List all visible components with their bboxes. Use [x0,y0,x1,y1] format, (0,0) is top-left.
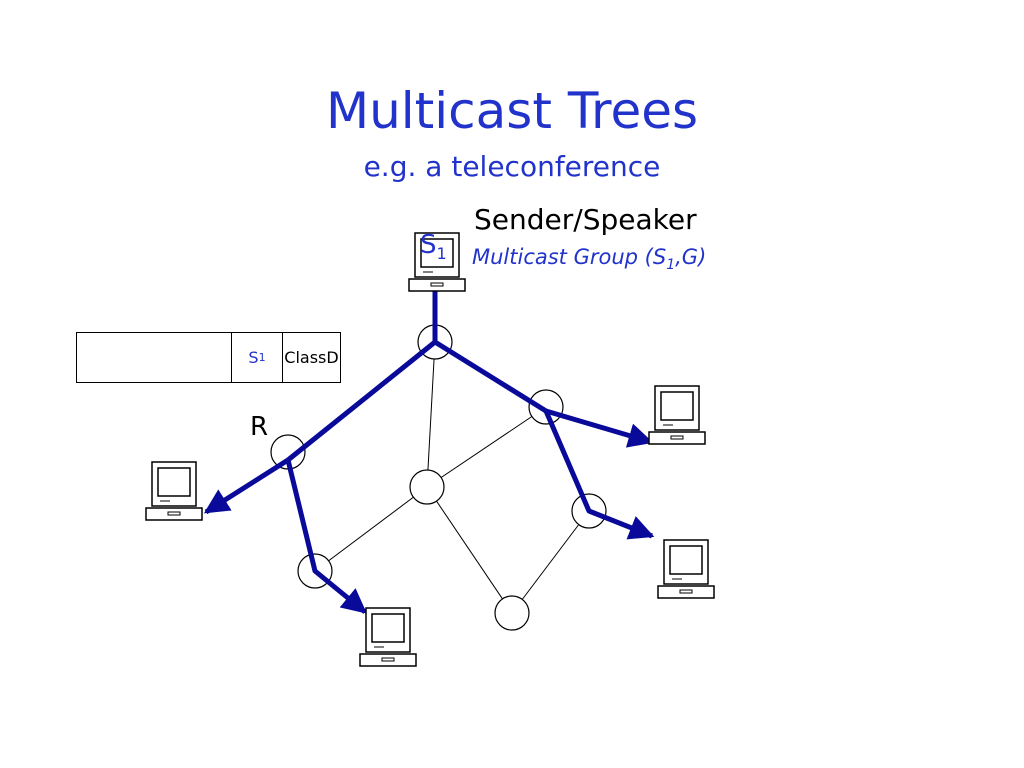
tree-edge-top-r [286,340,437,462]
computer-icon-bottom [359,607,417,667]
multicast-group-label: Multicast Group (S1,G) [472,245,707,274]
slide-title: Multicast Trees [325,82,699,140]
router-center [409,469,445,505]
tree-edge-right-host [545,408,654,448]
sender-label: Sender/Speaker [474,203,697,236]
hosts [145,232,715,667]
router-r-label: R [250,412,269,442]
tree-edge-r-host [203,457,290,515]
router-bottom [494,595,530,631]
network-links [314,341,590,614]
computer-icon-right-top [648,385,706,445]
tree-edge-right-lower [543,410,655,540]
computer-icon-right-bottom [657,539,715,599]
tree-edge-top-right [433,339,548,414]
source-host-label: S1 [420,230,447,264]
tree-edge-r-lower [285,459,367,614]
slide-subtitle: e.g. a teleconference [363,150,661,183]
router-right [528,389,564,425]
multicast-tree [203,290,655,614]
packet-field-empty [77,333,232,382]
computer-icon-left [145,461,203,521]
